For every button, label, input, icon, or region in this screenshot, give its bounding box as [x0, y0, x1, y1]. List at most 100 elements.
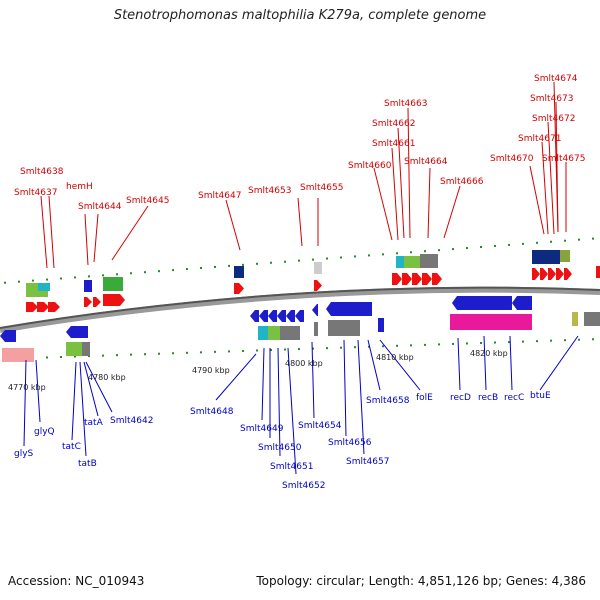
- gene-box: [258, 326, 268, 340]
- gene-arrow-forward: [234, 283, 244, 294]
- tick-dot: [550, 339, 552, 342]
- gene-label-bottom: glyS: [14, 449, 34, 459]
- tick-dot: [172, 352, 174, 355]
- tick-dot: [270, 261, 272, 264]
- tick-dot: [284, 348, 286, 351]
- tick-dot: [242, 349, 244, 352]
- gene-label-top: Smlt4661: [372, 139, 415, 149]
- tick-dot: [284, 260, 286, 263]
- tick-dot: [522, 340, 524, 343]
- tick-dot: [158, 270, 160, 273]
- gene-label-bottom: Smlt4648: [190, 407, 234, 417]
- gene-label-top: Smlt4637: [14, 188, 57, 198]
- leader-line: [111, 205, 149, 261]
- gene-arrow-forward: [532, 268, 540, 280]
- tick-dot: [130, 272, 132, 275]
- gene-label-bottom: Smlt4656: [328, 438, 372, 448]
- kbp-label: 4810 kbp: [376, 353, 414, 362]
- gene-arrow-forward: [103, 294, 125, 306]
- tick-dot: [480, 246, 482, 248]
- tick-dot: [172, 269, 174, 272]
- tick-dot: [354, 346, 356, 349]
- gene-label-top: Smlt4673: [530, 94, 573, 104]
- tick-dot: [494, 341, 496, 344]
- gene-box: [396, 256, 404, 268]
- gene-label-bottom: recB: [478, 393, 498, 403]
- gene-label-bottom: Smlt4654: [298, 421, 342, 431]
- gene-box: [38, 283, 50, 291]
- gene-label-bottom: folE: [416, 393, 433, 403]
- gene-box: [103, 277, 123, 291]
- leader-line: [85, 361, 113, 413]
- leader-line: [79, 361, 87, 457]
- gene-label-top: Smlt4662: [372, 119, 415, 129]
- tick-dot: [340, 256, 342, 259]
- tick-dot: [424, 343, 426, 346]
- tick-dot: [242, 263, 244, 266]
- gene-box: [314, 262, 322, 274]
- gene-label-top: Smlt4672: [532, 114, 575, 124]
- tick-dot: [326, 347, 328, 350]
- tick-dot: [130, 353, 132, 356]
- tick-dot: [536, 241, 538, 244]
- tick-dot: [326, 257, 328, 260]
- leader-line: [457, 337, 461, 391]
- leader-line: [225, 199, 241, 251]
- tick-dot: [592, 237, 594, 240]
- tick-dot: [382, 345, 384, 348]
- tick-dot: [480, 342, 482, 344]
- tick-dot: [508, 243, 510, 246]
- gene-label-top: Smlt4638: [20, 167, 64, 177]
- gene-label-top: Smlt4653: [248, 186, 291, 196]
- tick-dot: [60, 277, 62, 280]
- gene-label-top: Smlt4666: [440, 177, 484, 187]
- tick-dot: [158, 352, 160, 355]
- tick-dot: [32, 279, 34, 282]
- gene-arrow-forward: [564, 268, 572, 280]
- leader-line: [48, 195, 55, 269]
- tick-dot: [102, 354, 104, 357]
- gene-label-bottom: Smlt4658: [366, 396, 410, 406]
- tick-dot: [74, 355, 76, 358]
- gene-box: [584, 312, 600, 326]
- gene-arrow-forward: [540, 268, 548, 280]
- top-tick-dots: [4, 237, 594, 284]
- tick-dot: [298, 259, 300, 262]
- leader-line: [343, 339, 347, 437]
- accession-text: Accession: NC_010943: [8, 574, 145, 588]
- gene-label-bottom: tatC: [62, 442, 81, 452]
- leader-line: [427, 167, 431, 239]
- tick-dot: [4, 281, 6, 284]
- leader-line: [547, 121, 555, 235]
- tick-dot: [186, 351, 188, 354]
- leader-line: [379, 339, 421, 391]
- tick-dot: [578, 238, 580, 241]
- label-leader-lines: [23, 81, 579, 475]
- leader-line: [35, 359, 41, 423]
- tick-dot: [298, 348, 300, 351]
- tick-dot: [438, 343, 440, 346]
- gene-label-bottom: Smlt4657: [346, 457, 389, 467]
- tick-dot: [214, 350, 216, 353]
- tick-dot: [550, 240, 552, 243]
- kbp-label: 4820 kbp: [470, 349, 508, 358]
- gene-label-bottom: Smlt4649: [240, 424, 284, 434]
- gene-arrow-forward: [422, 273, 432, 285]
- tick-dot: [312, 347, 314, 350]
- leader-line: [397, 127, 405, 239]
- leader-line: [367, 339, 381, 391]
- gene-arrow-reverse: [326, 302, 372, 316]
- leader-line: [23, 359, 27, 447]
- tick-dot: [18, 280, 20, 283]
- tick-dot: [368, 254, 370, 257]
- leader-line: [539, 335, 579, 391]
- tick-dot: [452, 342, 454, 345]
- gene-label-top: Smlt4655: [300, 183, 343, 193]
- gene-label-top: Smlt4647: [198, 191, 241, 201]
- tick-dot: [200, 351, 202, 354]
- tick-dot: [578, 338, 580, 341]
- gene-box: [572, 312, 578, 326]
- tick-dot: [312, 258, 314, 261]
- gene-label-top: Smlt4660: [348, 161, 392, 171]
